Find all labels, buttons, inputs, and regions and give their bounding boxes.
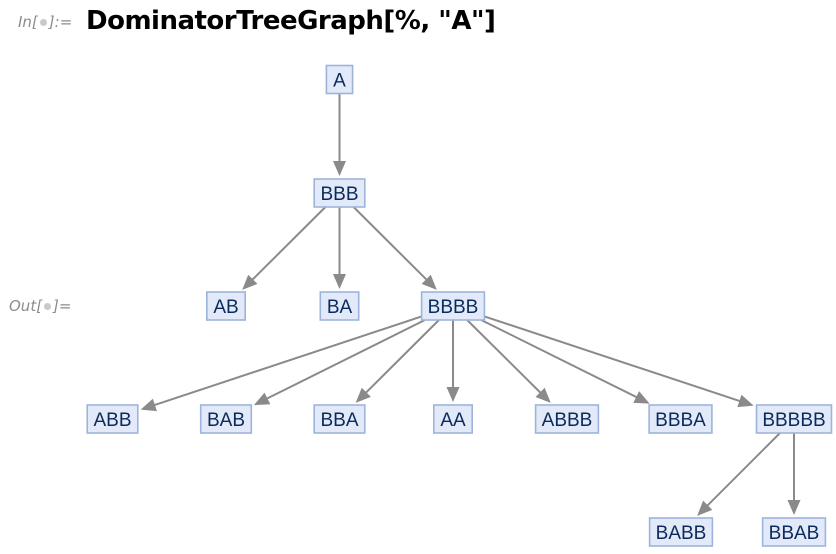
edge-line — [265, 319, 426, 401]
edge-bbbb-to-abbb — [466, 319, 551, 403]
node-label: BAB — [207, 410, 245, 431]
graph-node-babb[interactable]: BABB — [648, 517, 714, 547]
arrowhead-icon — [355, 387, 371, 403]
arrowhead-icon — [253, 392, 271, 406]
node-label: BBB — [320, 184, 358, 205]
node-box — [420, 291, 486, 321]
graph-node-abb[interactable]: ABB — [86, 404, 139, 434]
edge-a-to-bbb — [333, 93, 346, 176]
edge-line — [484, 315, 742, 403]
cell-number-placeholder-icon — [39, 16, 48, 28]
node-label: BA — [327, 297, 353, 318]
node-box — [313, 178, 366, 208]
edge-bbbb-to-bab — [253, 319, 426, 406]
arrowhead-icon — [633, 391, 650, 404]
graph-node-bbbb[interactable]: BBBB — [420, 291, 486, 321]
edge-line — [466, 319, 543, 395]
edge-bbbb-to-aa — [446, 320, 460, 402]
input-label-prefix: In[ — [18, 13, 38, 31]
arrowhead-icon — [737, 394, 754, 408]
node-label: ABB — [93, 410, 131, 431]
node-box — [86, 404, 139, 434]
node-label: ABBB — [542, 410, 593, 431]
node-label: BBA — [320, 410, 358, 431]
node-box — [432, 404, 473, 434]
edge-bbbbb-to-bbab — [787, 433, 801, 515]
edge-line — [152, 315, 422, 407]
node-box — [761, 517, 827, 547]
graph-node-bbba[interactable]: BBBA — [648, 404, 713, 434]
arrowhead-icon — [787, 500, 801, 515]
input-code[interactable]: DominatorTreeGraph[%, "A"] — [86, 6, 496, 36]
input-cell-label: In[ ]:= — [18, 13, 72, 31]
edge-line — [705, 432, 781, 508]
node-box — [755, 404, 833, 434]
edge-bbbb-to-bba — [355, 319, 440, 403]
edge-bbbbb-to-babb — [697, 432, 781, 516]
node-box — [325, 64, 354, 95]
input-label-suffix: ]:= — [48, 13, 73, 31]
graph-node-aa[interactable]: AA — [432, 404, 473, 434]
edge-line — [364, 319, 440, 395]
arrowhead-icon — [421, 274, 437, 290]
node-box — [319, 291, 360, 321]
edge-bbbb-to-bbba — [480, 319, 650, 404]
edge-bbb-to-ab — [242, 206, 327, 290]
graph-node-bbb[interactable]: BBB — [313, 178, 366, 208]
node-box — [199, 404, 253, 434]
arrowhead-icon — [140, 398, 157, 412]
edges-layer — [140, 93, 801, 516]
edge-line — [480, 319, 639, 399]
edge-bbbb-to-bbbbb — [484, 315, 754, 408]
edge-bbb-to-ba — [333, 207, 346, 289]
node-box — [313, 404, 366, 434]
edge-bbb-to-bbbb — [352, 206, 437, 290]
node-box — [648, 404, 713, 434]
node-label: AA — [440, 410, 466, 431]
node-box — [648, 517, 714, 547]
edge-line — [250, 206, 327, 282]
arrowhead-icon — [333, 274, 346, 289]
node-label: BABB — [656, 523, 707, 544]
graph-node-bbbbb[interactable]: BBBBB — [755, 404, 833, 434]
arrowhead-icon — [446, 387, 460, 402]
graph-node-ab[interactable]: AB — [206, 291, 247, 321]
node-label: A — [333, 71, 346, 92]
graph-node-bba[interactable]: BBA — [313, 404, 366, 434]
graph-node-bab[interactable]: BAB — [199, 404, 253, 434]
graph-node-a[interactable]: A — [325, 64, 354, 95]
node-label: BBBBB — [762, 410, 825, 431]
edge-bbbb-to-abb — [140, 315, 422, 412]
node-label: BBAB — [769, 523, 820, 544]
output-label-prefix: Out[ — [9, 297, 43, 315]
cell-number-placeholder-icon — [43, 300, 52, 312]
arrowhead-icon — [242, 274, 258, 290]
node-label: BBBB — [428, 297, 479, 318]
arrowhead-icon — [333, 161, 346, 176]
output-cell-label: Out[ ]= — [9, 297, 71, 315]
graph-node-bbab[interactable]: BBAB — [761, 517, 827, 547]
output-label-suffix: ]= — [53, 297, 72, 315]
arrowhead-icon — [697, 500, 713, 516]
arrowhead-icon — [535, 387, 551, 403]
node-box — [534, 404, 600, 434]
graph-node-abbb[interactable]: ABBB — [534, 404, 600, 434]
node-box — [206, 291, 247, 321]
edge-line — [352, 206, 429, 282]
graph-node-ba[interactable]: BA — [319, 291, 360, 321]
node-label: AB — [213, 297, 238, 318]
node-label: BBBA — [655, 410, 706, 431]
